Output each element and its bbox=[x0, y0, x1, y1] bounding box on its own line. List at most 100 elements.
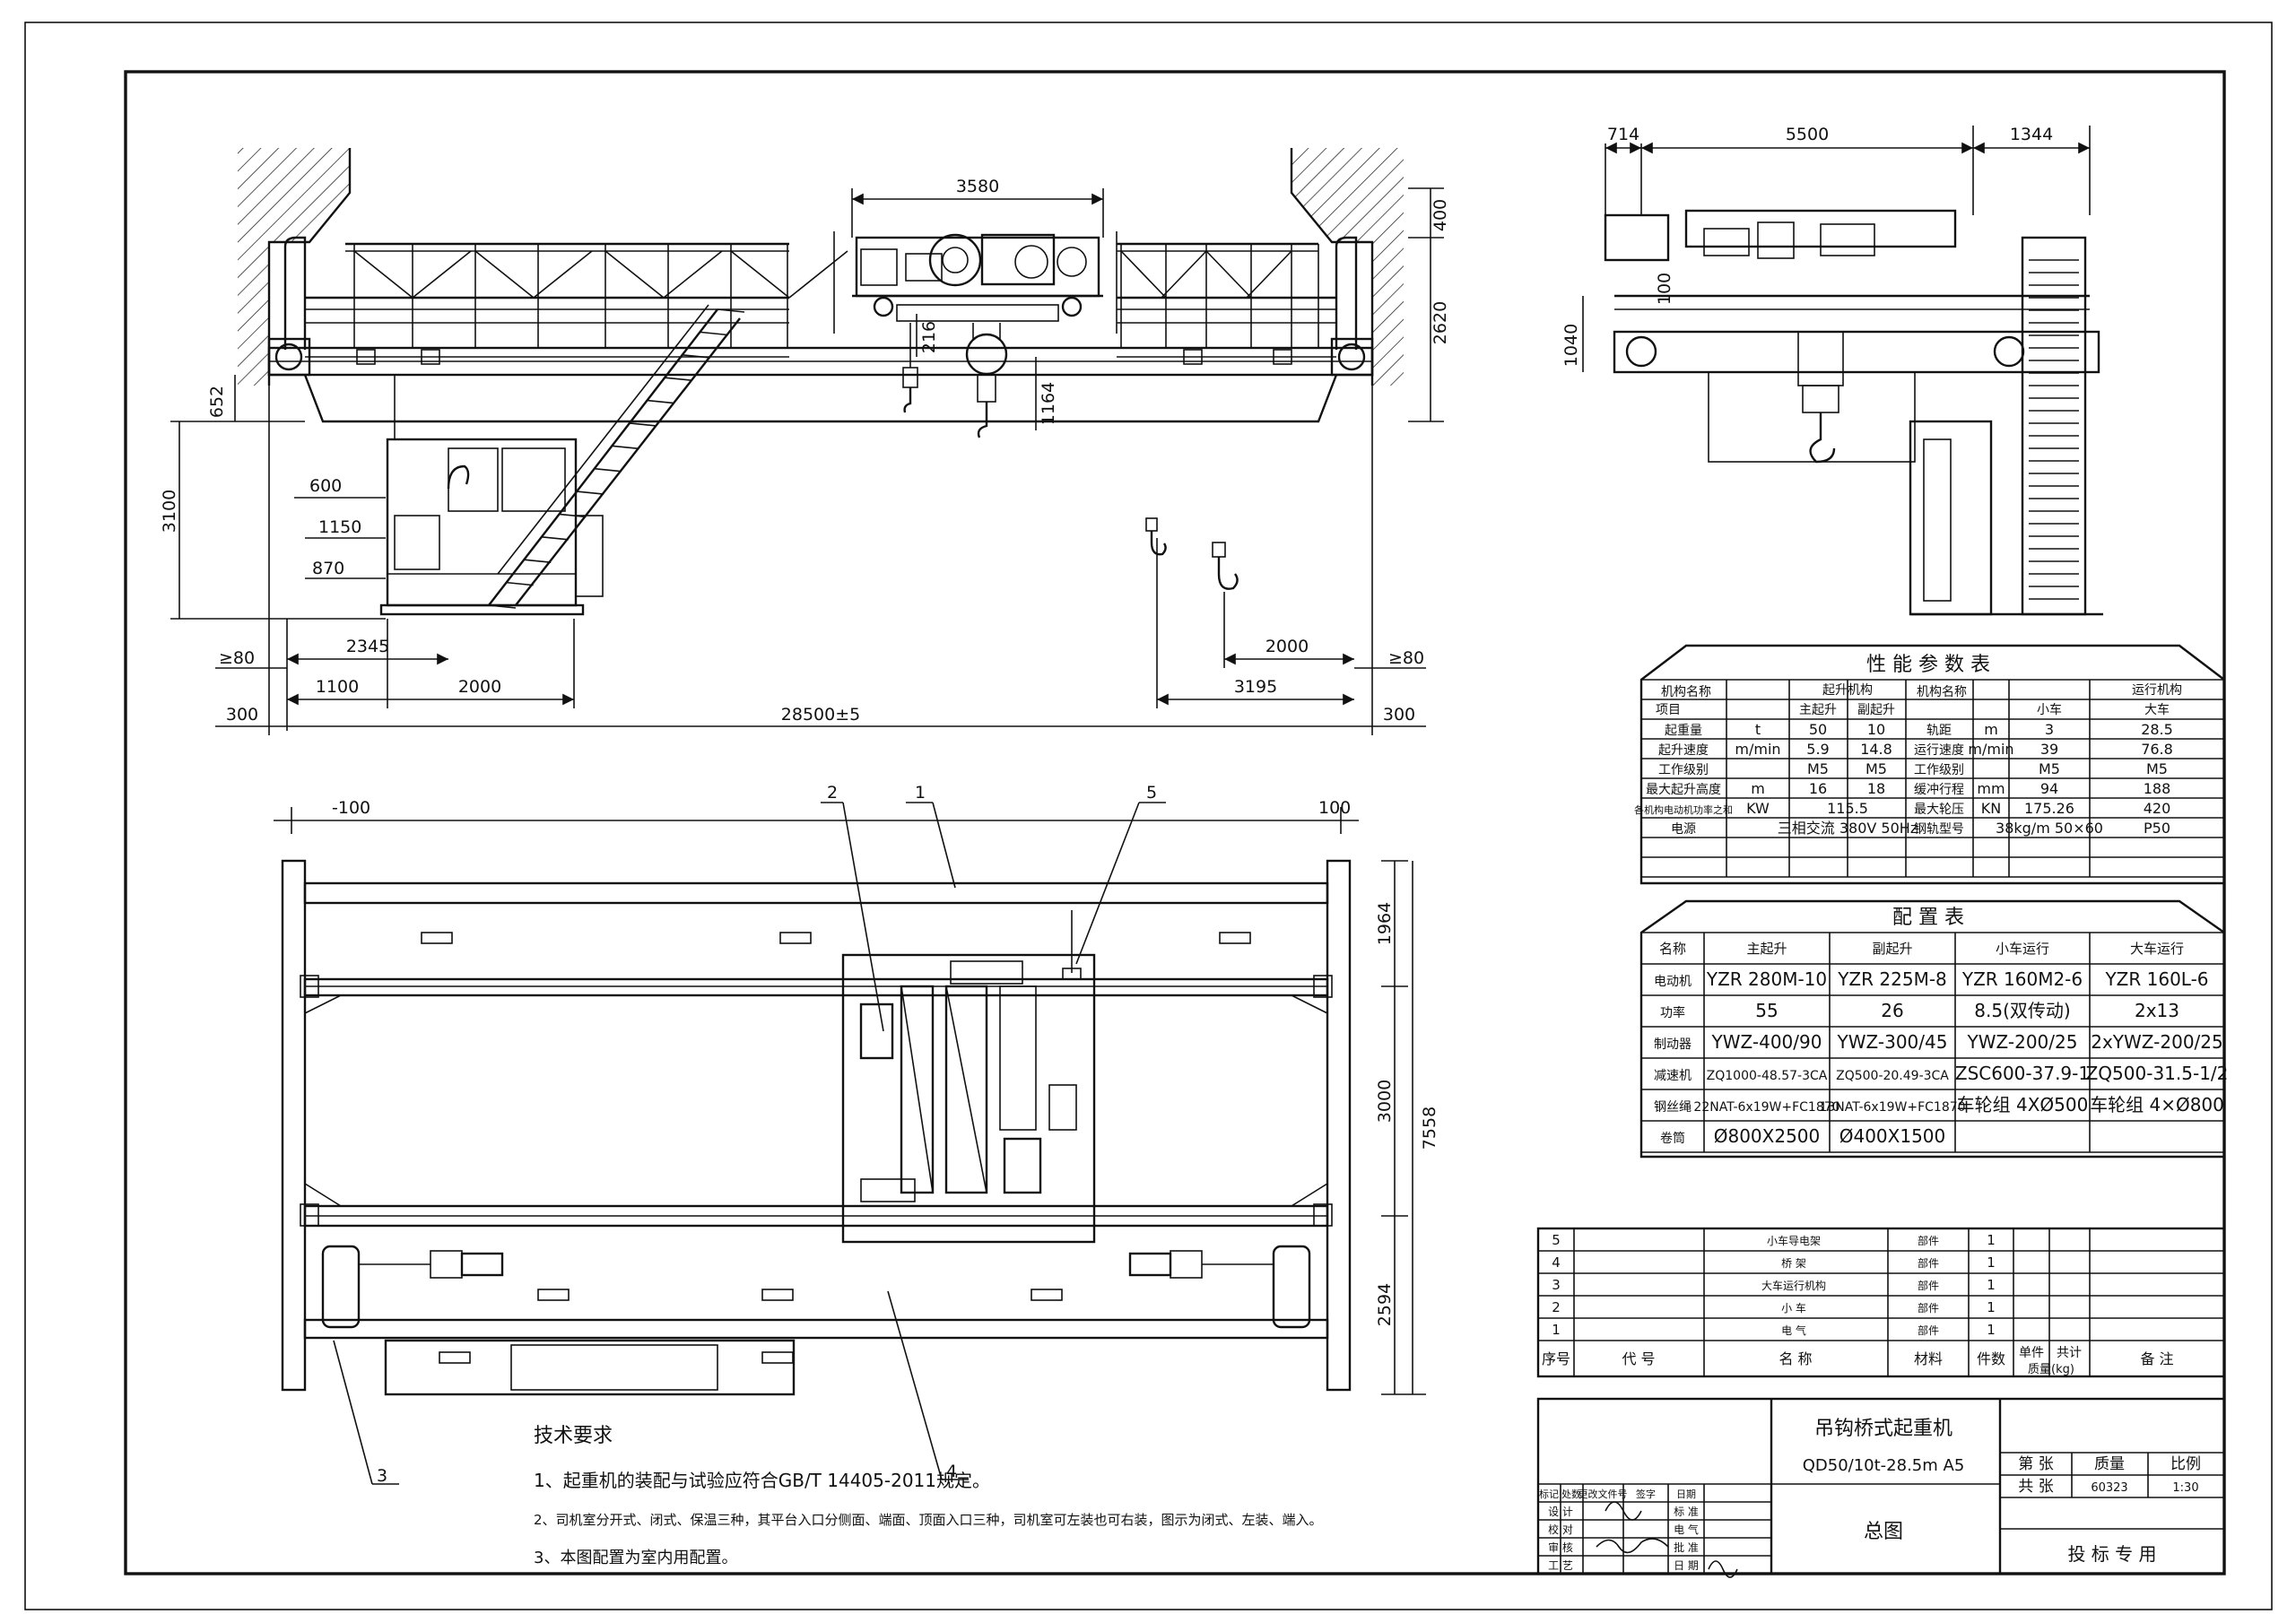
parts-h-no: 序号 bbox=[1542, 1350, 1570, 1367]
operator-cab bbox=[379, 438, 604, 616]
tb-title: 吊钩桥式起重机 bbox=[1814, 1418, 1952, 1440]
plan-motor-left bbox=[321, 1245, 504, 1329]
parts-h-remark: 备 注 bbox=[2140, 1350, 2173, 1367]
cfg-h-0: 名称 bbox=[1659, 941, 1686, 957]
cfg-cell-r0-c2: YZR 225M-8 bbox=[1837, 968, 1947, 990]
parts-name-4: 电 气 bbox=[1781, 1324, 1806, 1337]
parts-h-material: 材料 bbox=[1914, 1350, 1943, 1367]
parts-no-4: 1 bbox=[1552, 1322, 1561, 1338]
callouts: 2 1 5 3 4 bbox=[333, 783, 1166, 1486]
parts-no-3: 2 bbox=[1552, 1299, 1561, 1315]
cfg-cell-r5-c1: Ø800X2500 bbox=[1714, 1125, 1821, 1147]
perf-cell-r1-c1: m/min bbox=[1735, 741, 1780, 758]
tb-role-1: 校 对 bbox=[1548, 1523, 1573, 1536]
cfg-cell-r4-c4: 车轮组 4×Ø800 bbox=[2090, 1094, 2224, 1115]
tb-mass-label: 质量 bbox=[2094, 1455, 2125, 1473]
dim-216: 216 bbox=[919, 321, 939, 353]
cfg-cell-r5-c0: 卷筒 bbox=[1660, 1131, 1685, 1146]
note-3: 3、本图配置为室内用配置。 bbox=[534, 1549, 737, 1567]
perf-h-main: 主起升 bbox=[1799, 703, 1837, 717]
perf-h-mech-name2: 机构名称 bbox=[1917, 685, 1967, 699]
tb-sign-label-0: 标记 bbox=[1539, 1488, 1559, 1500]
parts-h-unit: 单件 bbox=[2019, 1346, 2044, 1360]
plan-cab-platform bbox=[384, 1339, 796, 1396]
tb-sheet-no: 第 张 bbox=[2018, 1455, 2053, 1473]
perf-cell-r0-c4: 轨距 bbox=[1926, 724, 1952, 738]
parts-h-qty: 件数 bbox=[1977, 1350, 2005, 1367]
dim-1164: 1164 bbox=[1039, 382, 1058, 425]
perf-cell-r4-c2: 115.5 bbox=[1827, 800, 1868, 817]
perf-h-run: 运行机构 bbox=[2132, 683, 2182, 698]
cfg-cell-r4-c2: 13NAT-6x19W+FC1870 bbox=[1819, 1100, 1965, 1115]
perf-title: 性 能 参 数 表 bbox=[1866, 654, 1990, 676]
tb-ratio-label: 比例 bbox=[2170, 1455, 2201, 1473]
dim-1344: 1344 bbox=[2010, 125, 2053, 144]
tb-role-3: 工 艺 bbox=[1548, 1559, 1573, 1572]
perf-cell-r2-c4: 工作级别 bbox=[1914, 763, 1964, 777]
cfg-h-1: 主起升 bbox=[1746, 941, 1787, 957]
tb-sign-label-2: 更改文件号 bbox=[1578, 1488, 1628, 1500]
config-title: 配 置 表 bbox=[1892, 907, 1964, 929]
dim-2594: 2594 bbox=[1375, 1283, 1395, 1326]
dim-1150: 1150 bbox=[318, 517, 361, 537]
right-wall-hatch bbox=[1292, 148, 1404, 386]
tb-right-2: 批 准 bbox=[1674, 1541, 1699, 1554]
cfg-cell-r3-c4: ZQ500-31.5-1/2 bbox=[2086, 1063, 2229, 1084]
perf-cell-r5-c0: 电源 bbox=[1671, 822, 1696, 837]
parts-qty-3: 1 bbox=[1987, 1299, 1996, 1315]
tb-role-2: 审 核 bbox=[1548, 1541, 1573, 1554]
hook-icon-right bbox=[1212, 542, 1239, 590]
performance-table: 性 能 参 数 表 机构名称起升机构机构名称运行机构项目主起升副起升小车大车起重… bbox=[1634, 644, 2226, 885]
cfg-cell-r1-c3: 8.5(双传动) bbox=[1974, 1000, 2070, 1021]
parts-h-code: 代 号 bbox=[1622, 1350, 1655, 1367]
tb-model: QD50/10t-28.5m A5 bbox=[1803, 1456, 1965, 1475]
cfg-cell-r0-c3: YZR 160M2-6 bbox=[1961, 968, 2083, 990]
dim-870: 870 bbox=[312, 559, 344, 578]
perf-cell-r1-c0: 起升速度 bbox=[1658, 743, 1709, 758]
tb-drawing: 总图 bbox=[1864, 1521, 1903, 1543]
parts-qty-4: 1 bbox=[1987, 1322, 1996, 1338]
perf-cell-r1-c7: 76.8 bbox=[2141, 741, 2173, 758]
cfg-cell-r0-c0: 电动机 bbox=[1654, 975, 1692, 989]
cfg-cell-r4-c0: 钢丝绳 bbox=[1654, 1100, 1692, 1115]
perf-cell-r0-c1: t bbox=[1755, 721, 1761, 738]
front-view: 3580 400 2620 652 3100 216 1164 600 1150… bbox=[160, 148, 1450, 735]
dim-3195: 3195 bbox=[1234, 677, 1277, 697]
dim-2000-left: 2000 bbox=[458, 677, 501, 697]
parts-qty-1: 1 bbox=[1987, 1254, 1996, 1271]
perf-cell-r0-c3: 10 bbox=[1867, 721, 1885, 738]
perf-cell-r0-c2: 50 bbox=[1809, 721, 1827, 738]
cfg-cell-r5-c2: Ø400X1500 bbox=[1839, 1125, 1946, 1147]
parts-no-0: 5 bbox=[1552, 1232, 1561, 1248]
dim-span: 28500±5 bbox=[781, 705, 860, 725]
plan-trolley bbox=[841, 910, 1096, 1244]
perf-cell-r1-c3: 14.8 bbox=[1860, 741, 1892, 758]
left-wall-hatch bbox=[238, 148, 350, 386]
cfg-cell-r3-c1: ZQ1000-48.57-3CA bbox=[1707, 1069, 1828, 1083]
parts-name-3: 小 车 bbox=[1781, 1301, 1806, 1315]
tb-sign-label-4: 日期 bbox=[1676, 1488, 1696, 1500]
dim-100: 100 bbox=[1655, 273, 1674, 305]
perf-cell-r5-c7: P50 bbox=[2144, 820, 2170, 837]
dim-714: 714 bbox=[1607, 125, 1639, 144]
perf-cell-r2-c2: M5 bbox=[1807, 760, 1829, 777]
cfg-cell-r3-c2: ZQ500-20.49-3CA bbox=[1836, 1069, 1949, 1083]
cfg-cell-r2-c0: 制动器 bbox=[1654, 1037, 1692, 1052]
tb-sign-label-3: 签字 bbox=[1636, 1488, 1656, 1500]
plan-dimensions: 1964 3000 2594 7558 bbox=[1375, 860, 1439, 1395]
tb-right-3: 日 期 bbox=[1674, 1559, 1699, 1572]
dim-2000-right: 2000 bbox=[1265, 637, 1309, 656]
dim-3580: 3580 bbox=[956, 177, 999, 196]
notes-heading: 技术要求 bbox=[534, 1425, 613, 1447]
cfg-cell-r1-c1: 55 bbox=[1755, 1000, 1778, 1021]
perf-cell-r5-c6: 38kg/m 50×60 bbox=[1996, 820, 2103, 837]
callout-1: 1 bbox=[915, 783, 926, 803]
dim-300-right: 300 bbox=[1383, 705, 1415, 725]
dim-600: 600 bbox=[309, 476, 342, 496]
dim-400: 400 bbox=[1431, 199, 1450, 231]
signature-scribble bbox=[1596, 1501, 1738, 1578]
perf-cell-r1-c5: m/min bbox=[1968, 741, 2013, 758]
dim-1040: 1040 bbox=[1561, 324, 1581, 367]
cfg-cell-r2-c3: YWZ-200/25 bbox=[1967, 1031, 2078, 1053]
tb-bid: 投 标 专 用 bbox=[2067, 1543, 2156, 1565]
